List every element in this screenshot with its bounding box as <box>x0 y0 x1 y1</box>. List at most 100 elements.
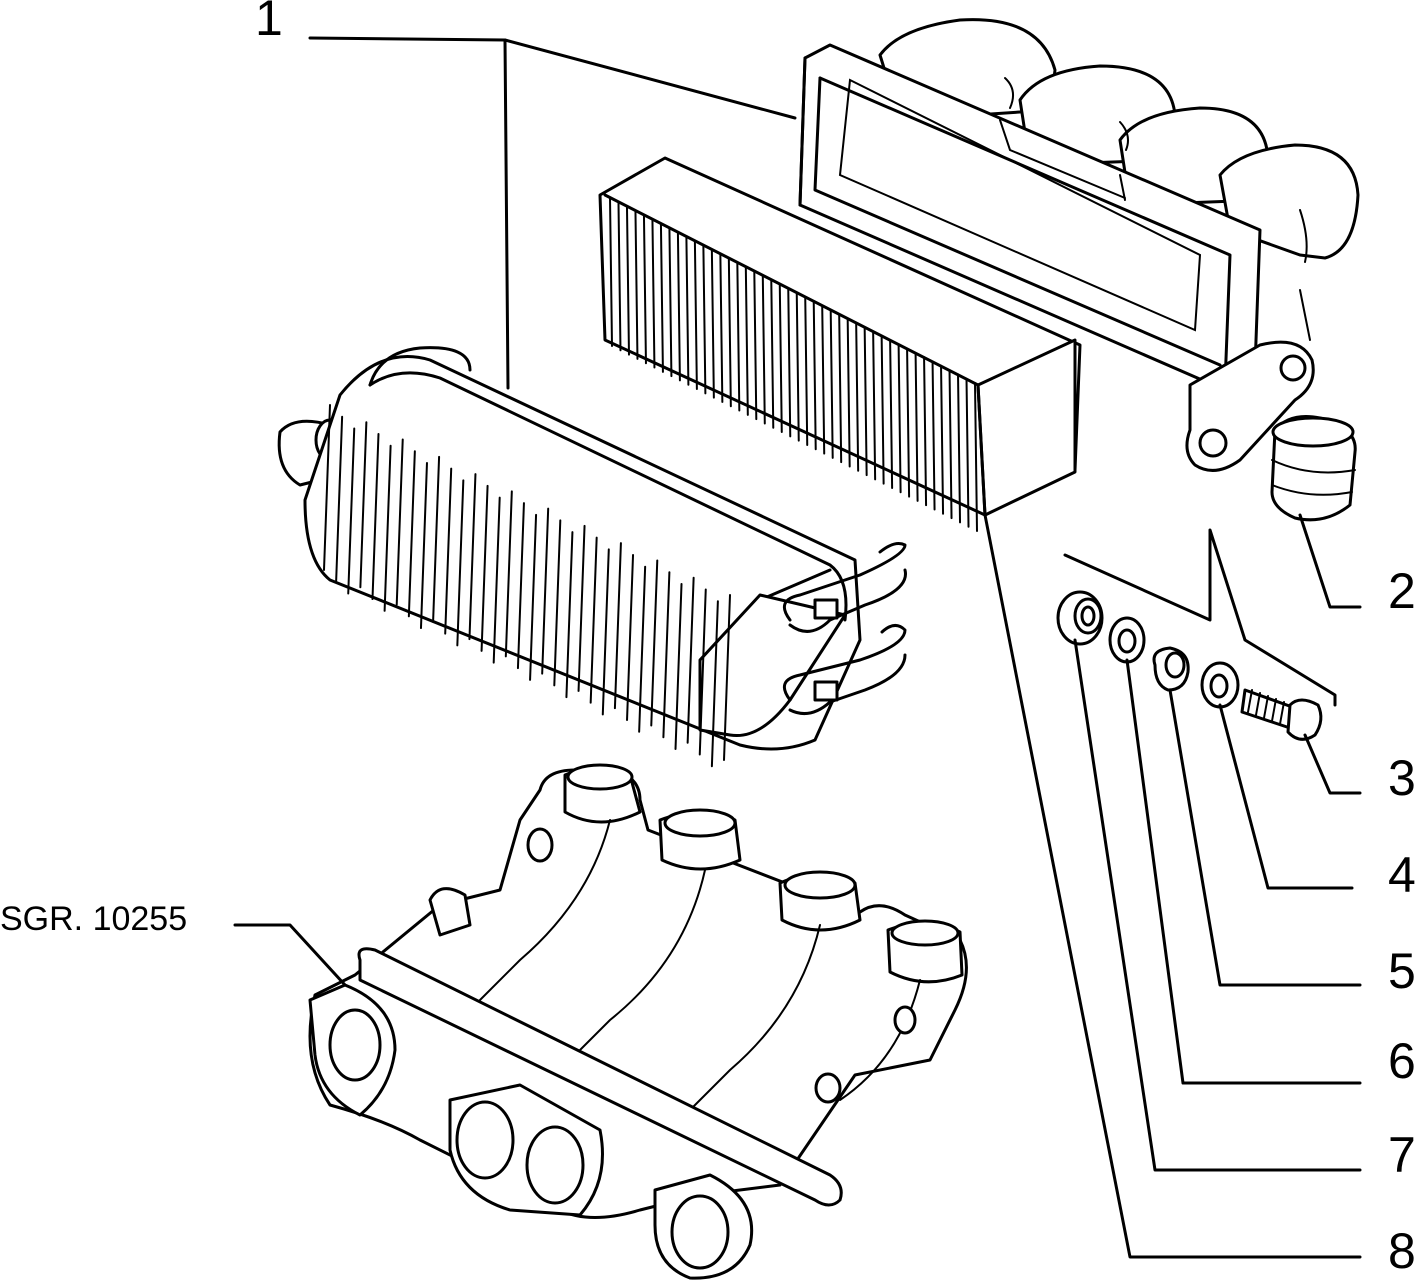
filter-element-part <box>598 156 1082 532</box>
filter-pleat-line <box>676 231 681 382</box>
filter-housing-part <box>277 346 907 768</box>
spacer-part-5 <box>1152 646 1190 692</box>
filter-pleat-line <box>668 227 673 378</box>
leader-2 <box>1298 513 1362 609</box>
filter-pleat-line <box>923 356 928 507</box>
leader-1-down <box>503 38 510 390</box>
filter-pleat-line <box>965 377 970 528</box>
wire-clip-upper <box>782 542 907 633</box>
filter-pleat-line <box>906 347 911 498</box>
intake-manifold-reference <box>308 763 968 1280</box>
housing-rib-line <box>589 536 598 704</box>
filter-pleat-line <box>719 252 724 403</box>
filter-pleat-line <box>642 214 647 365</box>
filter-pleat-line <box>770 278 775 429</box>
filter-pleat-line <box>634 209 639 360</box>
leader-ref <box>233 923 347 987</box>
filter-pleat-line <box>804 295 809 446</box>
housing-rib-line <box>456 479 465 647</box>
housing-rib-line <box>347 427 356 595</box>
housing-rib-line <box>674 582 683 750</box>
housing-rib-line <box>468 473 477 641</box>
leader-5 <box>1168 688 1362 987</box>
filter-pleats <box>609 197 978 532</box>
filter-pleat-line <box>761 274 766 425</box>
wire-clip-lower <box>782 624 907 716</box>
filter-pleat-line <box>821 304 826 455</box>
leader-7 <box>1073 638 1362 1172</box>
housing-rib-line <box>516 502 525 670</box>
housing-rib-line <box>323 404 331 571</box>
housing-rib-line <box>565 531 574 699</box>
housing-rib-line <box>407 450 416 618</box>
filter-pleat-line <box>795 291 800 442</box>
housing-rib-line <box>650 559 659 727</box>
housing-rib-line <box>626 553 635 721</box>
callout-1: 1 <box>255 0 283 46</box>
leader-8 <box>983 513 1362 1259</box>
housing-rib-line <box>662 571 671 739</box>
housing-rib-line <box>359 421 368 589</box>
filter-pleat-line <box>702 244 707 395</box>
filter-pleat-line <box>957 373 962 524</box>
filter-pleat-line <box>753 270 758 421</box>
housing-rib-line <box>383 444 392 612</box>
leader-lines <box>233 36 1362 1259</box>
housing-rib-line <box>395 438 404 606</box>
filter-pleat-line <box>778 283 783 434</box>
filter-pleat-line <box>863 326 868 477</box>
filter-cover-part <box>798 18 1360 472</box>
filter-pleat-line <box>829 308 834 459</box>
housing-rib-line <box>335 415 344 583</box>
runner-ports <box>563 763 964 984</box>
housing-rib-line <box>432 455 441 623</box>
filter-pleat-line <box>897 343 902 494</box>
housing-rib-line <box>698 588 707 756</box>
leader-3 <box>1303 733 1362 795</box>
callout-2: 2 <box>1388 563 1416 619</box>
housing-rib-line <box>541 507 550 675</box>
filter-pleat-line <box>889 338 894 489</box>
housing-rib-line <box>480 484 489 652</box>
housing-rib-line <box>613 542 622 710</box>
reference-group-label: SGR. 10255 <box>0 900 187 938</box>
leader-1 <box>308 36 797 120</box>
filter-pleat-line <box>736 261 741 412</box>
grommet-part-7 <box>1056 590 1104 646</box>
housing-rib-line <box>492 496 501 664</box>
leader-3-bracket <box>1063 528 1337 707</box>
housing-rib-line <box>710 600 719 768</box>
filter-pleat-line <box>617 201 622 352</box>
housing-ribs <box>323 404 731 768</box>
washer-part-6 <box>1108 616 1146 664</box>
housing-rib-line <box>529 513 538 681</box>
callout-7: 7 <box>1388 1127 1416 1183</box>
filter-pleat-line <box>787 287 792 438</box>
housing-rib-line <box>686 576 695 744</box>
leader-4 <box>1218 703 1354 890</box>
filter-pleat-line <box>855 321 860 472</box>
filter-pleat-line <box>693 240 698 391</box>
callout-3: 3 <box>1388 750 1416 806</box>
housing-rib-line <box>723 594 731 761</box>
housing-rib-line <box>553 519 562 687</box>
callout-5: 5 <box>1388 943 1416 999</box>
filter-pleat-line <box>940 364 945 515</box>
callout-4: 4 <box>1388 847 1416 903</box>
filter-pleat-line <box>872 330 877 481</box>
leader-6 <box>1125 658 1362 1085</box>
filter-pleat-line <box>914 351 919 502</box>
callout-8: 8 <box>1388 1223 1416 1279</box>
housing-rib-line <box>577 524 586 692</box>
housing-rib-line <box>601 548 610 716</box>
filter-pleat-line <box>659 222 664 373</box>
callout-6: 6 <box>1388 1033 1416 1089</box>
housing-rib-line <box>504 490 513 658</box>
filter-pleat-line <box>846 317 851 468</box>
filter-pleat-line <box>744 265 749 416</box>
rubber-sleeve-part-2 <box>1270 415 1357 522</box>
housing-rib-line <box>444 467 453 635</box>
filter-pleat-line <box>710 248 715 399</box>
filter-pleat-line <box>948 369 953 520</box>
